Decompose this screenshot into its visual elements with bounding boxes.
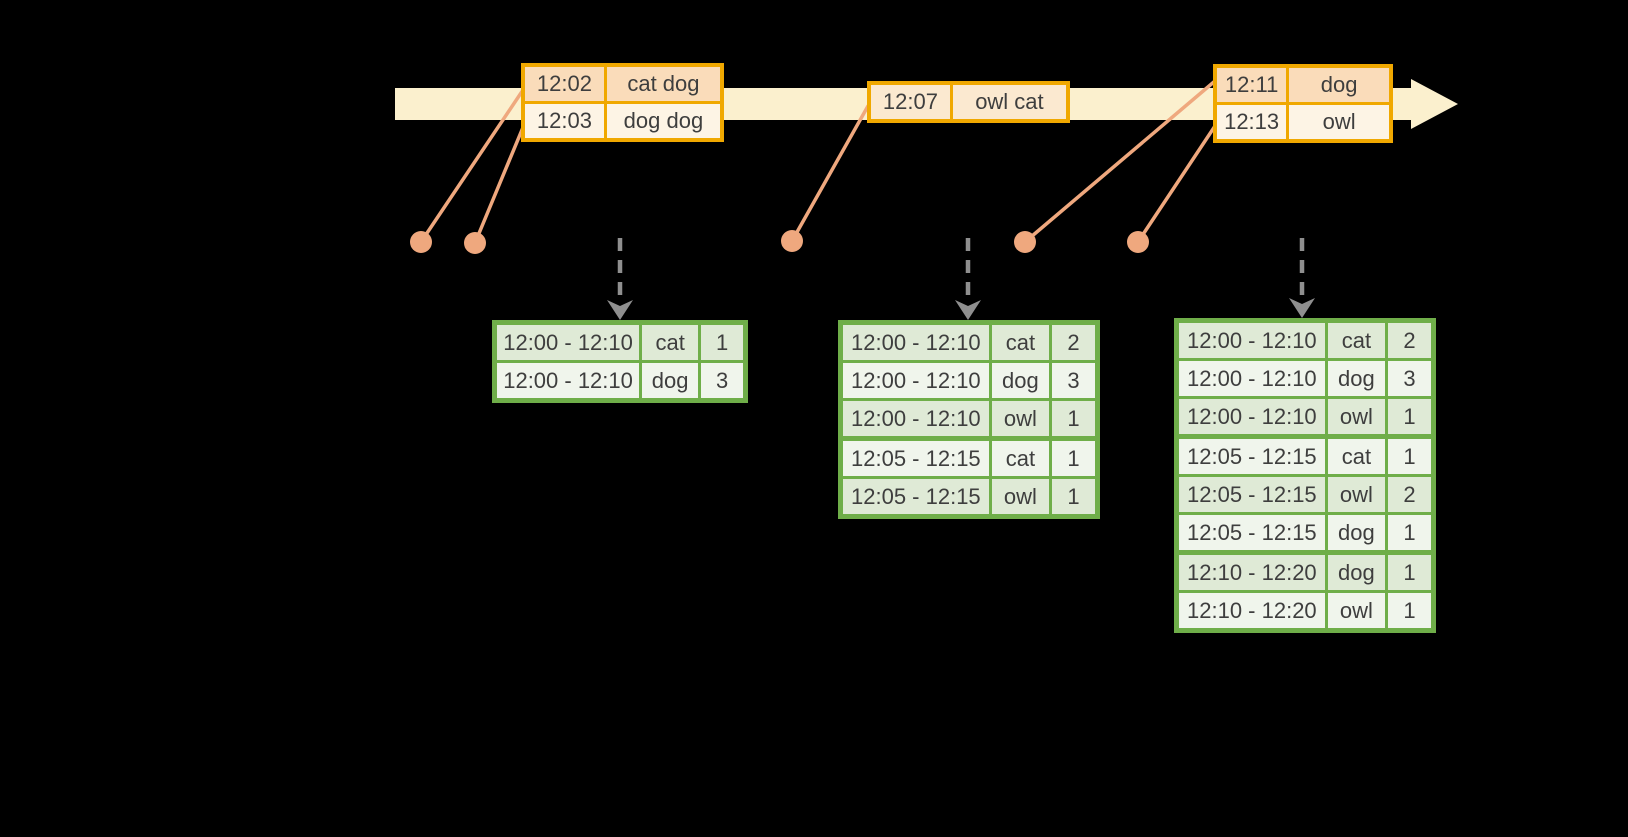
result-row: 12:05 - 12:15 dog 1 xyxy=(1179,512,1431,550)
result-row: 12:00 - 12:10 owl 1 xyxy=(1179,396,1431,434)
word-cell: cat xyxy=(1328,323,1389,358)
word-cell: cat xyxy=(642,325,702,360)
count-cell: 3 xyxy=(1067,367,1080,393)
window-cell: 12:10 - 12:20 xyxy=(1179,593,1328,628)
word-cell: dog xyxy=(1328,515,1389,550)
window-cell: 12:10 - 12:20 xyxy=(1179,555,1328,590)
window-cell: 12:05 - 12:15 xyxy=(843,441,992,476)
event-row: 12:03 dog dog xyxy=(525,104,720,138)
event-dot xyxy=(464,232,486,254)
count-cell: 2 xyxy=(1403,481,1416,507)
event-connector-line xyxy=(473,123,526,245)
count-cell: 3 xyxy=(715,367,729,393)
word-cell: owl xyxy=(1328,477,1389,512)
event-row: 12:13 owl xyxy=(1217,105,1389,139)
word-cell: owl xyxy=(992,401,1053,436)
window-cell: 12:00 - 12:10 xyxy=(843,363,992,398)
event-dot xyxy=(1014,231,1036,253)
count-cell: 1 xyxy=(1067,483,1080,509)
word-cell: cat xyxy=(1328,439,1389,474)
word-cell: cat xyxy=(992,441,1053,476)
window-cell: 12:00 - 12:10 xyxy=(843,401,992,436)
window-cell: 12:00 - 12:10 xyxy=(1179,361,1328,396)
result-row: 12:05 - 12:15 owl 2 xyxy=(1179,474,1431,512)
result-row: 12:00 - 12:10 owl 1 xyxy=(843,398,1095,436)
result-row: 12:00 - 12:10 cat 2 xyxy=(843,325,1095,360)
count-cell: 2 xyxy=(1067,329,1080,355)
result-row: 12:05 - 12:15 cat 1 xyxy=(1179,434,1431,474)
event-words-cell: owl xyxy=(1322,109,1356,134)
result-row: 12:00 - 12:10 dog 3 xyxy=(843,360,1095,398)
event-row: 12:11 dog xyxy=(1217,68,1389,105)
result-row: 12:05 - 12:15 owl 1 xyxy=(843,476,1095,514)
window-cell: 12:05 - 12:15 xyxy=(1179,477,1328,512)
event-connector-line xyxy=(790,104,870,243)
result-table-3: 12:00 - 12:10 cat 2 12:00 - 12:10 dog 3 … xyxy=(1174,318,1436,633)
word-cell: dog xyxy=(1328,555,1389,590)
window-cell: 12:00 - 12:10 xyxy=(497,363,643,398)
result-row: 12:00 - 12:10 dog 3 xyxy=(1179,358,1431,396)
word-cell: owl xyxy=(992,479,1053,514)
count-cell: 1 xyxy=(1067,445,1080,471)
event-row: 12:02 cat dog xyxy=(525,67,720,104)
event-dot xyxy=(781,230,803,252)
count-cell: 1 xyxy=(1403,519,1416,545)
result-row: 12:05 - 12:15 cat 1 xyxy=(843,436,1095,476)
window-cell: 12:00 - 12:10 xyxy=(1179,323,1328,358)
event-words-cell: owl cat xyxy=(975,89,1044,114)
result-row: 12:00 - 12:10 cat 1 xyxy=(497,325,743,360)
event-connector-line xyxy=(419,88,525,244)
trigger-arrowhead xyxy=(607,300,633,320)
event-dot xyxy=(410,231,432,253)
window-cell: 12:00 - 12:10 xyxy=(1179,399,1328,434)
trigger-arrowhead xyxy=(955,300,981,320)
event-time-cell: 12:13 xyxy=(1217,105,1290,139)
event-time-cell: 12:03 xyxy=(525,104,607,138)
word-cell: dog xyxy=(992,363,1053,398)
event-table-1: 12:02 cat dog 12:03 dog dog xyxy=(521,63,724,142)
result-row: 12:00 - 12:10 dog 3 xyxy=(497,360,743,398)
count-cell: 3 xyxy=(1403,365,1416,391)
count-cell: 1 xyxy=(1403,597,1416,623)
result-row: 12:10 - 12:20 dog 1 xyxy=(1179,550,1431,590)
event-connector-line xyxy=(1023,79,1217,244)
result-row: 12:10 - 12:20 owl 1 xyxy=(1179,590,1431,628)
result-row: 12:00 - 12:10 cat 2 xyxy=(1179,323,1431,358)
count-cell: 1 xyxy=(1403,403,1416,429)
word-cell: dog xyxy=(642,363,702,398)
window-cell: 12:00 - 12:10 xyxy=(497,325,643,360)
event-connector-line xyxy=(1136,124,1217,244)
event-table-3: 12:11 dog 12:13 owl xyxy=(1213,64,1393,143)
event-time-cell: 12:11 xyxy=(1217,68,1290,102)
count-cell: 1 xyxy=(1403,443,1416,469)
window-cell: 12:00 - 12:10 xyxy=(843,325,992,360)
event-time-cell: 12:02 xyxy=(525,67,607,101)
trigger-arrowhead xyxy=(1289,298,1315,318)
word-cell: owl xyxy=(1328,399,1389,434)
result-table-2: 12:00 - 12:10 cat 2 12:00 - 12:10 dog 3 … xyxy=(838,320,1100,519)
count-cell: 1 xyxy=(1067,405,1080,431)
event-row: 12:07 owl cat xyxy=(871,85,1066,119)
event-time-cell: 12:07 xyxy=(871,85,953,119)
count-cell: 1 xyxy=(715,329,729,355)
window-cell: 12:05 - 12:15 xyxy=(1179,439,1328,474)
window-cell: 12:05 - 12:15 xyxy=(1179,515,1328,550)
word-cell: cat xyxy=(992,325,1053,360)
window-cell: 12:05 - 12:15 xyxy=(843,479,992,514)
event-words-cell: dog dog xyxy=(623,108,704,133)
count-cell: 1 xyxy=(1403,559,1416,585)
result-table-1: 12:00 - 12:10 cat 1 12:00 - 12:10 dog 3 xyxy=(492,320,748,403)
event-dot xyxy=(1127,231,1149,253)
event-words-cell: dog xyxy=(1320,72,1358,97)
event-words-cell: cat dog xyxy=(627,71,700,96)
word-cell: owl xyxy=(1328,593,1389,628)
event-table-2: 12:07 owl cat xyxy=(867,81,1070,123)
count-cell: 2 xyxy=(1403,327,1416,353)
word-cell: dog xyxy=(1328,361,1389,396)
